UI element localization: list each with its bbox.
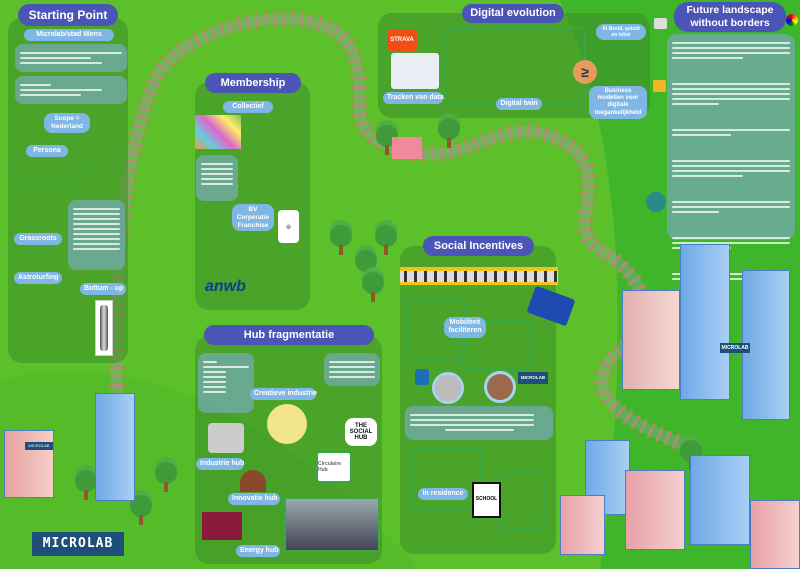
- tree: [330, 225, 352, 255]
- map-thumbnail: [654, 18, 667, 29]
- tree: [155, 462, 177, 492]
- microlab-logo: MICROLAB: [32, 532, 124, 556]
- collective-photo: [195, 115, 241, 149]
- building: [750, 500, 800, 569]
- social-title: Social Incentives: [423, 236, 534, 256]
- frame: [458, 319, 533, 369]
- microlab-tower: [95, 393, 135, 501]
- energy-hub-label: Energy hub: [236, 545, 280, 558]
- industry-illustration: [208, 423, 244, 453]
- creative-industry-icon: [267, 404, 307, 444]
- digital-twin-frame: [443, 27, 586, 104]
- strava-logo: STRAVA: [387, 29, 417, 51]
- industrie-hub-label: Industrie hub: [196, 458, 244, 471]
- bv-label: BV Corperatie Franchise: [232, 204, 274, 232]
- frame: [498, 472, 545, 529]
- portrait-philips: [432, 372, 464, 404]
- tower: [680, 244, 730, 400]
- hub-title: Hub fragmentatie: [204, 325, 374, 345]
- future-title: Future landscape without borders: [674, 2, 786, 32]
- microlab-note: [15, 76, 127, 104]
- dashboard-illustration: [391, 53, 439, 89]
- sdg-wheel-icon: [786, 14, 798, 26]
- philips-logo: [415, 369, 429, 385]
- tree: [375, 225, 397, 255]
- tree: [438, 118, 460, 148]
- astroturfing-label: Astroturfing: [14, 272, 62, 285]
- portrait-founder: [484, 371, 516, 403]
- business-label: Business modellen voor digitale toeganke…: [589, 86, 647, 119]
- innovation-illustration: [240, 470, 266, 492]
- digital-twin-label: Digital twin: [496, 98, 542, 111]
- digital-title: Digital evolution: [462, 4, 564, 23]
- microlab-wens-label: Microlab/stad Wens: [24, 29, 114, 42]
- starting-point-title: Starting Point: [18, 4, 118, 26]
- handshake-icon: [646, 192, 666, 212]
- tree: [362, 272, 384, 302]
- house: [392, 137, 422, 159]
- innovatie-hub-label: Innovatie hub: [228, 493, 280, 506]
- badge-icon: [653, 80, 666, 92]
- train-image: [400, 267, 558, 285]
- social-hub-logo: THE SOCIAL HUB: [345, 418, 377, 446]
- wens-note: [15, 44, 127, 72]
- microlab-hq-building: [622, 290, 680, 390]
- collectief-label: Collectief: [223, 101, 273, 114]
- tree: [75, 470, 97, 500]
- persona-label: Persona: [26, 145, 68, 158]
- hq-sign: MICROLAB: [720, 343, 750, 353]
- bottle-image: [95, 300, 113, 356]
- building-sign: MICROLAB: [25, 442, 53, 450]
- membership-title: Membership: [205, 73, 301, 93]
- creatief-label: Creatieve industrie: [250, 388, 317, 401]
- energy-illustration: [202, 512, 242, 540]
- building: [625, 470, 685, 550]
- bottom-up-label: Bottum - up: [80, 283, 126, 296]
- persona-frame: [13, 156, 81, 182]
- mobiliteit-label: Mobiliteit faciliteren: [444, 317, 486, 338]
- building: [560, 495, 605, 555]
- anwb-logo: anwb: [205, 278, 246, 295]
- tracken-label: Tracken van data: [383, 92, 444, 105]
- microlab-building: [4, 430, 54, 498]
- grassroots-label: Grassroots: [14, 233, 62, 246]
- tree: [130, 495, 152, 525]
- founded-logo: ◎: [278, 210, 299, 243]
- school-icon: SCHOOL: [472, 482, 501, 518]
- energy-hub-photo: [284, 497, 380, 552]
- ai-label: AI Beeld, geluid en tekst: [596, 24, 646, 40]
- residence-label: In residence: [418, 488, 468, 501]
- incentive-note: [405, 406, 553, 440]
- tree: [355, 250, 377, 280]
- scope-label: Scope = Nederland: [44, 113, 90, 133]
- frame: [411, 447, 482, 511]
- circulaire-hub-logo: Circulaire Hub: [316, 451, 352, 483]
- hub-list-note: [198, 353, 254, 413]
- persona-list-note: [68, 200, 125, 270]
- arrow-badge-icon: ≥: [573, 60, 597, 84]
- tower: [742, 270, 790, 420]
- collectief-note: [196, 155, 238, 201]
- microlab-small-logo: MICROLAB: [518, 372, 548, 384]
- hub-info-note: [324, 353, 380, 386]
- building: [690, 455, 750, 545]
- future-text-note: [667, 34, 795, 280]
